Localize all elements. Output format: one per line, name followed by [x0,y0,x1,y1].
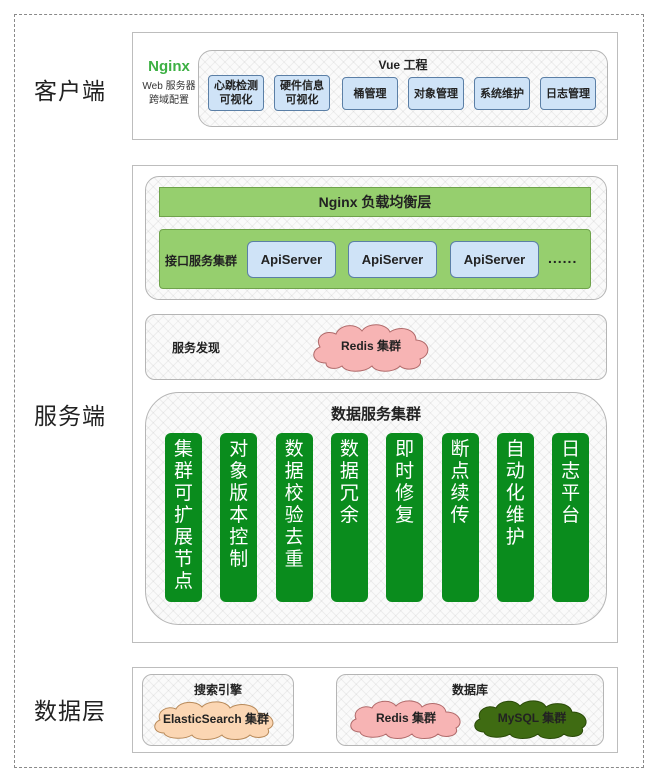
cloud-label: Redis 集群 [341,338,401,353]
pillar-char: 断 [450,439,470,460]
pillar-char: 修 [395,483,415,504]
pillar-char: 复 [395,505,415,526]
nginx-load-balancer: Nginx 负载均衡层 [159,187,591,217]
diagram-frame [14,14,644,768]
db-mysql-cloud: MySQL 集群 [474,700,587,739]
pillar-char: 集 [173,439,193,460]
layer-label-data: 数据层 [34,698,106,724]
database-title: 数据库 [451,683,488,697]
pillar-char: 展 [173,527,193,548]
module-heartbeat-visual[interactable]: 心跳检测可视化 [208,75,264,111]
pillar-char: 日 [561,439,581,460]
vue-project-container [198,50,608,127]
pillar-char: 续 [450,483,470,504]
data-service-pillar[interactable]: 自动化维护 [496,433,534,602]
pillar-char: 台 [561,505,581,526]
cloud-label: Redis 集群 [376,710,436,725]
cloud-shape [154,701,274,740]
pillar-char: 校 [284,483,304,504]
data-service-cluster [145,392,607,625]
data-service-pillar[interactable]: 数据校验去重 [275,433,313,602]
pillar-char: 节 [173,549,193,570]
cloud-label: ElasticSearch 集群 [163,711,269,726]
module-label: 硬件信息 [280,80,324,92]
api-cluster-label: 接口服务集群 [165,254,238,268]
pillar-char: 志 [561,461,581,482]
data-service-pillar[interactable]: 对象版本控制 [220,433,258,602]
module-label: 日志管理 [546,87,590,100]
cloud-label: MySQL 集群 [498,710,566,725]
module-label: 系统维护 [480,87,524,100]
api-server-node[interactable]: ApiServer [450,241,539,278]
db-redis-cloud: Redis 集群 [350,700,461,739]
pillar-char: 点 [450,461,470,482]
pillar-char: 冗 [339,483,359,504]
module-bucket-manage[interactable]: 桶管理 [342,77,398,110]
pillar-char: 重 [284,549,304,570]
pillar-char: 自 [505,439,525,460]
module-object-manage[interactable]: 对象管理 [408,77,464,110]
pillar-char: 据 [339,461,359,482]
data-service-pillar[interactable]: 数据冗余 [330,433,368,602]
module-label: 心跳检测 [214,80,258,92]
elasticsearch-cloud: ElasticSearch 集群 [154,701,274,740]
pillar-char: 制 [229,549,249,570]
pillar-char: 动 [505,461,525,482]
pillar-char: 版 [229,483,249,504]
module-label: 可视化 [285,94,319,106]
data-service-pillar[interactable]: 日志平台 [552,433,590,602]
data-service-pillar[interactable]: 即时修复 [386,433,424,602]
nginx-desc: Web 服务器 跨域配置 [136,80,202,108]
module-log-manage[interactable]: 日志管理 [540,77,596,110]
nginx-desc-line1: Web 服务器 [142,81,196,92]
pillar-char: 点 [173,571,193,592]
pillar-char: 据 [284,461,304,482]
pillar-char: 传 [450,505,470,526]
pillar-char: 去 [284,527,304,548]
pillar-char: 数 [339,439,359,460]
vue-title: Vue 工程 [378,58,428,72]
pillar-char: 扩 [173,505,193,526]
module-label: 桶管理 [353,87,387,100]
pillar-char: 平 [561,483,581,504]
service-discovery-label: 服务发现 [172,341,221,355]
pillar-char: 即 [395,439,415,460]
pillar-char: 本 [229,505,249,526]
module-system-maintain[interactable]: 系统维护 [474,77,530,110]
pillar-char: 控 [229,527,249,548]
module-label: 可视化 [219,94,253,106]
discovery-redis-cloud: Redis 集群 [313,324,429,372]
api-server-node[interactable]: ApiServer [348,241,437,278]
cloud-shape [474,700,587,739]
pillar-char: 护 [505,527,525,548]
nginx-title: Nginx [148,58,190,75]
api-server-node[interactable]: ApiServer [247,241,336,278]
layer-label-client: 客户端 [34,78,106,104]
nginx-desc-line2: 跨域配置 [149,95,189,106]
pillar-char: 时 [395,461,415,482]
pillar-char: 对 [229,439,249,460]
pillar-char: 验 [284,505,304,526]
search-engine-title: 搜索引擎 [193,683,242,697]
pillar-char: 群 [173,461,193,482]
pillar-char: 象 [229,461,249,482]
api-server-ellipsis: ...... [548,250,578,266]
module-hardware-visual[interactable]: 硬件信息可视化 [274,75,330,111]
cloud-shape [350,700,461,739]
pillar-char: 数 [284,439,304,460]
module-label: 对象管理 [414,87,458,100]
pillar-char: 可 [173,483,193,504]
data-cluster-title: 数据服务集群 [330,406,421,423]
pillar-char: 余 [339,505,359,526]
pillar-char: 维 [505,505,525,526]
data-service-pillar[interactable]: 断点续传 [441,433,479,602]
layer-label-server: 服务端 [34,403,106,429]
pillar-char: 化 [505,483,525,504]
data-service-pillar[interactable]: 集群可扩展节点 [165,433,202,602]
cloud-shape [313,324,429,372]
